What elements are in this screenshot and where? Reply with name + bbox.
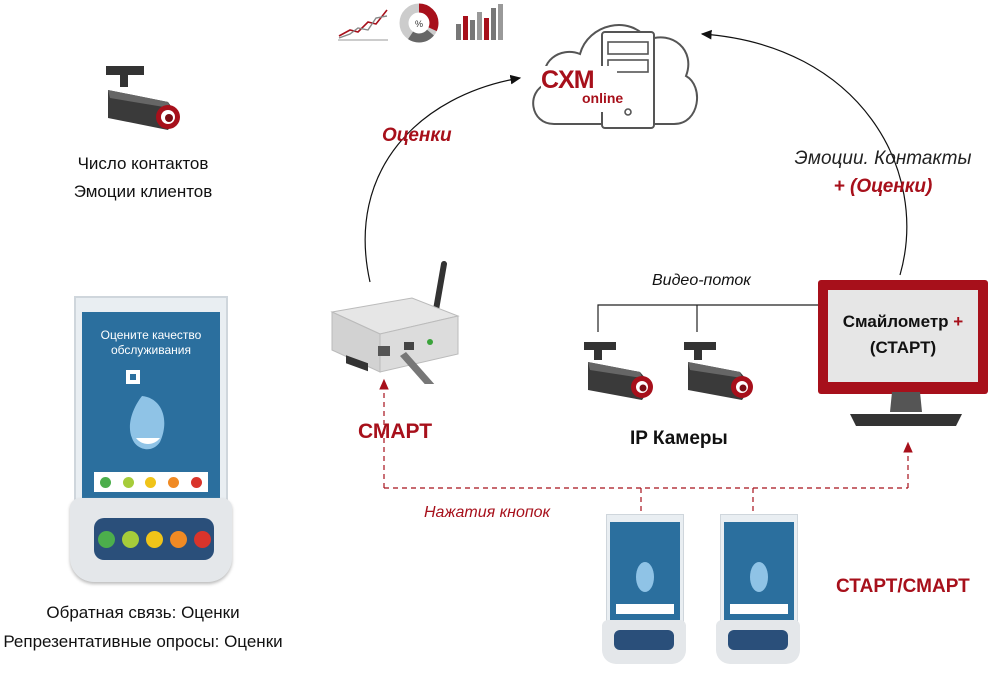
logo-main: CXM <box>541 66 595 94</box>
router-device-icon <box>330 261 460 384</box>
feedback-terminal-icon: Оцените качество обслуживания <box>62 296 244 586</box>
arrow-right-label-line2: + (Оценки) <box>833 176 933 197</box>
monitor-label-text: Смайлометр <box>842 312 949 331</box>
monitor-screen: Смайлометр + (СТАРТ) <box>828 290 978 382</box>
ip-cameras-label: IP Камеры <box>630 428 728 449</box>
stand-frame: Оцените качество обслуживания <box>74 296 228 506</box>
feedback-terminal-icon <box>714 514 806 666</box>
button-press-label: Нажатия кнопок <box>424 504 551 521</box>
monitor-label-plus: + <box>953 312 964 331</box>
stand-screen-title: Оцените качество обслуживания <box>100 328 202 357</box>
cctv-camera-icon <box>106 66 180 130</box>
button-bad[interactable] <box>169 530 187 548</box>
bar-chart-icon <box>456 4 503 40</box>
feedback-terminal-icon <box>600 514 692 666</box>
arrow-device-to-cloud <box>364 74 522 283</box>
monitor-icon: Смайлометр + (СТАРТ) <box>818 280 988 394</box>
feedback-caption-line2: Репрезентативные опросы: Оценки <box>3 632 283 651</box>
camera-left-line2: Эмоции клиентов <box>73 182 213 201</box>
line-chart-icon <box>338 9 388 41</box>
logo-sub: online <box>582 90 624 106</box>
video-stream-line <box>597 304 818 332</box>
monitor-label-line1: Смайлометр + <box>828 312 978 332</box>
stand-screen: Оцените качество обслуживания <box>82 312 220 500</box>
start-smart-label: СТАРТ/СМАРТ <box>836 576 970 597</box>
button-good[interactable] <box>121 530 139 548</box>
arrow-monitor-to-cloud <box>700 29 908 276</box>
button-very-bad[interactable] <box>193 530 211 548</box>
arrow-right-label-line1: Эмоции. Контакты <box>794 148 972 169</box>
cxm-logo: CXM online <box>541 66 623 112</box>
feedback-caption-line1: Обратная связь: Оценки <box>46 603 240 622</box>
monitor-label-line2: (СТАРТ) <box>869 338 937 357</box>
whale-illustration <box>126 370 165 450</box>
donut-chart-icon: % <box>399 3 439 43</box>
camera-left-line1: Число контактов <box>77 154 209 173</box>
cctv-camera-icon <box>684 342 753 400</box>
stand-buttons <box>94 518 214 560</box>
device-label: СМАРТ <box>358 420 433 443</box>
button-neutral[interactable] <box>145 530 163 548</box>
stand-screen-smileys <box>94 472 208 492</box>
arrow-left-label: Оценки <box>382 125 452 146</box>
stand-base <box>70 498 232 582</box>
percent-symbol: % <box>415 19 423 29</box>
button-very-good[interactable] <box>97 530 115 548</box>
monitor-stand <box>850 392 962 426</box>
cctv-camera-icon <box>584 342 653 400</box>
video-stream-label: Видео-поток <box>652 272 751 289</box>
